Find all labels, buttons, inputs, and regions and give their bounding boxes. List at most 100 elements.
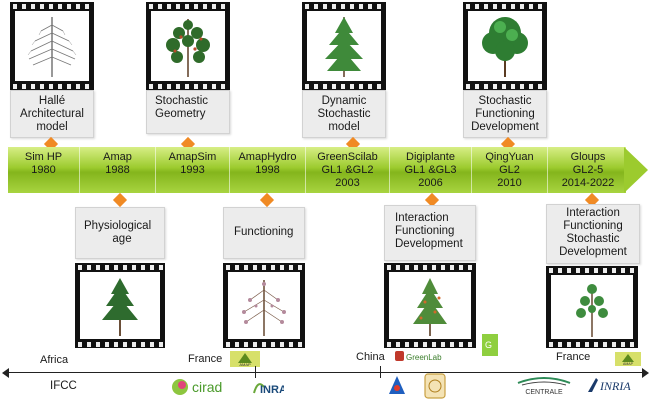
cirad-logo: cirad [170,376,250,398]
bottom-label-functioning: Functioning [223,207,305,259]
tree-functioning-image [242,280,286,336]
timeline-segment: Gloups GL2-5 2014-2022 [548,147,628,193]
label-line: Hallé [38,95,66,107]
connector-bottom-2 [259,192,275,208]
film-frame-stochastic-functioning [463,2,547,90]
top-label-stochastic-functioning: Stochastic Functioning Development [463,90,547,138]
amap-logo-text: AMAP [239,362,251,367]
segment-line: GL1 &GL2 [321,164,374,176]
timeline-segment: QingYuan GL2 2010 [472,147,548,193]
film-frame-physiological-age [75,263,165,348]
segment-line: GreenScilab [317,151,378,163]
tree-stochastic-geometry-image [166,19,210,77]
label-line: Functioning [234,226,294,238]
greenlab-logo-text: GreenLab [406,353,442,362]
label-line: Physiological [84,220,152,232]
axis-tick [255,366,256,378]
label-line: Interaction [566,207,620,219]
region-label-france-2: France [556,351,591,363]
axis-tick [380,366,381,378]
label-line: Stochastic [566,233,620,245]
segment-line: GL1 &GL3 [404,164,457,176]
label-line: Architectural [20,108,84,120]
inra-logo-text: INRA [260,384,284,396]
centrale-logo: CENTRALE [512,375,576,397]
segment-line: Gloups [570,151,606,163]
label-line: Development [559,246,627,258]
segment-line: 2006 [418,177,443,189]
segment-line: GL2 [499,164,520,176]
ifcc-label: IFCC [50,380,77,392]
cirad-logo-text: cirad [192,379,222,395]
film-frame-stochastic-development [546,266,638,348]
university-seal-logo [424,373,446,399]
label-line: Stochastic [478,95,532,107]
label-line: Development [395,238,463,250]
timeline-band: Sim HP 1980 Amap 1988 AmapSim 1993 AmapH… [8,147,648,193]
segment-line: AmapHydro [238,151,297,163]
tree-interaction-development-image [413,278,447,336]
label-line: Interaction [395,212,449,224]
timeline-segment: Sim HP 1980 [8,147,80,193]
segment-line: QingYuan [485,151,534,163]
amap-logo-right: AMAP [615,352,641,366]
label-line: Geometry [155,108,206,120]
segment-line: 1998 [255,164,280,176]
segment-line: 2003 [335,177,360,189]
tree-halle-image [27,17,77,77]
segment-line: 2014-2022 [561,177,615,189]
segment-line: GL2-5 [572,164,604,176]
film-frame-functioning [223,263,305,348]
bottom-label-interaction-functioning-development: Interaction Functioning Development [384,205,476,261]
film-frame-stochastic-geometry [146,2,230,90]
label-line: Stochastic [155,95,209,107]
film-frame-interaction-development [384,263,476,348]
timeline-segment: GreenScilab GL1 &GL2 2003 [306,147,390,193]
bottom-label-interaction-functioning-stochastic-development: Interaction Functioning Stochastic Devel… [546,204,640,264]
film-frame-dynamic-stochastic [302,2,386,90]
amap-logo-right-text: AMAP [623,362,634,366]
segment-line: Amap [103,151,132,163]
segment-line: 1993 [180,164,205,176]
lias-logo [387,374,407,398]
timeline-segment: AmapSim 1993 [156,147,230,193]
segment-line: Sim HP [24,151,63,163]
inria-logo: INRIA [586,376,648,394]
label-line: Functioning [395,225,455,237]
inria-logo-text: INRIA [599,379,631,393]
top-label-halle: Hallé Architectural model [10,90,94,138]
region-label-africa: Africa [40,354,69,366]
tree-physiological-age-image [102,278,138,336]
region-axis [6,372,646,373]
region-label-france: France [188,353,223,365]
label-line: age [112,233,132,245]
axis-right-arrow [642,368,649,378]
label-line: Stochastic [317,108,371,120]
bottom-label-physiological-age: Physiological age [75,207,165,259]
label-line: model [328,121,360,133]
region-label-china: China [356,351,385,363]
label-line: Functioning [563,220,623,232]
segment-line: 1980 [31,164,56,176]
amap-logo: AMAP [230,351,260,367]
timeline-segment: Amap 1988 [80,147,156,193]
greenlab-logo: GreenLab [395,349,445,363]
centrale-logo-text: CENTRALE [525,389,563,396]
label-line: Development [471,121,539,133]
svg-text:G: G [485,340,492,350]
label-line: Functioning [475,108,535,120]
timeline-segment: Digiplante GL1 &GL3 2006 [390,147,472,193]
timeline-segment: AmapHydro 1998 [230,147,306,193]
segment-line: 2010 [497,177,522,189]
greenlab-square-logo: G [482,334,498,356]
tree-stochastic-development-image [576,284,608,337]
segment-line: AmapSim [168,151,217,163]
label-line: model [36,121,68,133]
inra-logo: INRA [252,377,287,397]
axis-left-arrow [2,368,9,378]
film-frame-halle [10,2,94,90]
label-line: Dynamic [321,95,367,107]
segment-line: Digiplante [406,151,455,163]
tree-stochastic-functioning-image [482,17,528,77]
segment-line: 1988 [105,164,130,176]
